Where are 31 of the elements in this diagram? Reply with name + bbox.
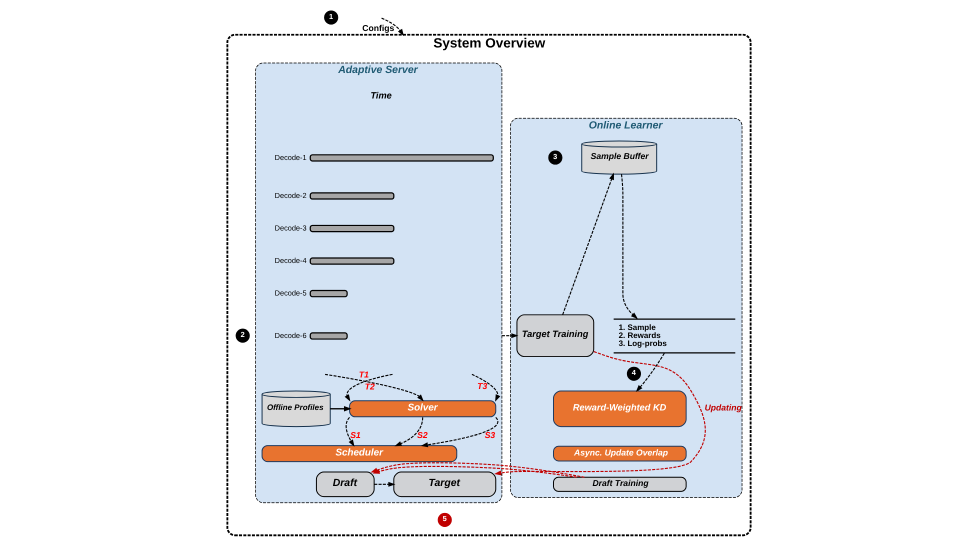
arrow [635, 353, 664, 392]
edge-label: T3 [476, 380, 487, 391]
arrow [471, 374, 500, 402]
arrow [501, 333, 518, 338]
node-box: Solver [348, 400, 496, 418]
edge-label: S3 [484, 430, 495, 440]
node-box: Reward-Weighted KD [552, 390, 686, 428]
label: Time [370, 90, 392, 100]
arrow [394, 417, 423, 446]
node-box: Draft Training [552, 476, 686, 492]
edge-label: Configs [362, 22, 394, 33]
node-box: Async. Update Overlap [552, 446, 686, 462]
edge-label: T1 [358, 369, 368, 380]
node-box: Target [392, 472, 496, 498]
edge-label: Updating [704, 402, 742, 412]
edge-label: T2 [364, 381, 374, 392]
node-box: Scheduler [261, 445, 457, 462]
arrow [420, 417, 498, 448]
arrow [620, 174, 638, 320]
arrow [374, 482, 395, 487]
node-box: Draft [315, 472, 374, 498]
edge-label: S1 [350, 430, 360, 440]
arrow [380, 18, 404, 36]
arrow [494, 351, 706, 476]
arrow [345, 417, 354, 447]
node-box: Target Training [516, 314, 594, 358]
arrow [562, 172, 614, 315]
edge-label: S2 [416, 430, 428, 440]
arrow [344, 374, 392, 402]
arrow [324, 374, 424, 402]
arrow [330, 406, 352, 412]
